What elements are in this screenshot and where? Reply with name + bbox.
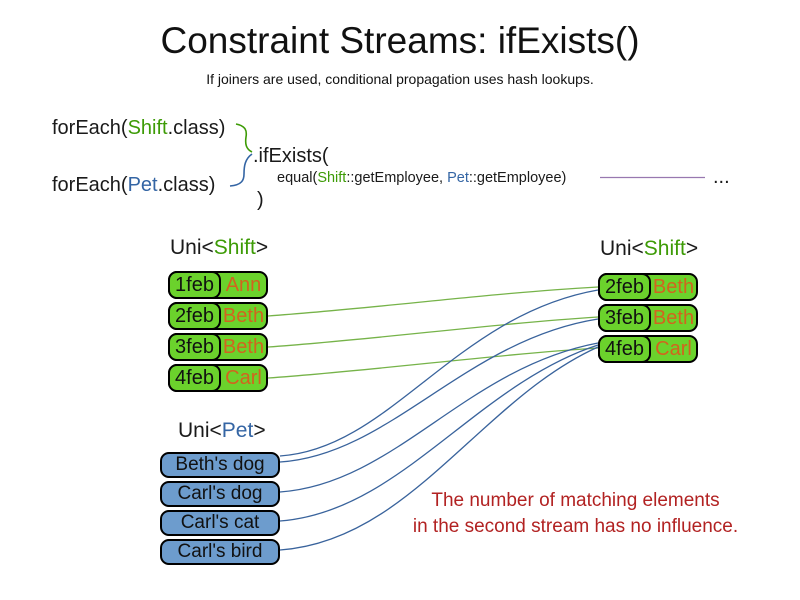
brace-lower-pet xyxy=(229,153,253,187)
code-text: .class) xyxy=(157,174,216,196)
note-line-2: in the second stream has no influence. xyxy=(412,515,739,537)
shift-employee: Beth xyxy=(652,275,695,298)
code-ellipsis: ... xyxy=(713,166,730,188)
code-text: forEach( xyxy=(52,174,128,196)
label-text: > xyxy=(253,419,266,442)
shift-row-4feb-carl: 4feb Carl xyxy=(598,335,698,363)
connector-shift-2feb xyxy=(267,286,599,317)
code-joiner-equal: equal(Shift::getEmployee, Pet::getEmploy… xyxy=(277,170,566,187)
pet-type-token: Pet xyxy=(127,174,158,196)
shift-employee: Carl xyxy=(655,337,692,360)
connector-shift-4feb xyxy=(267,347,599,379)
shift-row-2feb-beth: 2feb Beth xyxy=(598,273,698,301)
code-text: ::getEmployee, xyxy=(346,170,448,186)
shift-row-1feb-ann: 1feb Ann xyxy=(168,271,268,299)
code-ifexists-open: .ifExists( xyxy=(253,145,329,167)
shift-employee: Beth xyxy=(222,304,265,327)
connector-beths-dog-2feb xyxy=(279,289,599,457)
shift-date: 2feb xyxy=(168,302,221,330)
shift-date: 4feb xyxy=(168,364,221,392)
shift-date: 3feb xyxy=(168,333,221,361)
note-line-1: The number of matching elements xyxy=(431,490,720,511)
shift-type-token: Shift xyxy=(213,236,256,259)
right-shift-stream-label: Uni<Shift> xyxy=(600,237,698,261)
shift-employee: Beth xyxy=(652,306,695,329)
shift-row-4feb-carl: 4feb Carl xyxy=(168,364,268,392)
shift-type-token: Shift xyxy=(127,117,168,139)
shift-date: 4feb xyxy=(598,335,651,363)
pet-box-beths-dog: Beth's dog xyxy=(160,452,280,478)
code-text: forEach( xyxy=(52,117,128,139)
pet-type-token: Pet xyxy=(447,170,469,186)
shift-employee: Carl xyxy=(225,366,262,389)
pet-box-carls-dog: Carl's dog xyxy=(160,481,280,507)
label-text: Uni< xyxy=(170,236,214,259)
label-text: Uni< xyxy=(178,419,222,442)
subtitle: If joiners are used, conditional propaga… xyxy=(206,71,594,87)
code-text: .class) xyxy=(167,117,226,139)
shift-date: 3feb xyxy=(598,304,651,332)
code-text: equal( xyxy=(277,170,318,186)
shift-type-token: Shift xyxy=(317,170,347,186)
brace-upper-shift xyxy=(235,123,253,153)
code-text: ::getEmployee) xyxy=(468,170,567,186)
shift-row-3feb-beth: 3feb Beth xyxy=(168,333,268,361)
shift-row-2feb-beth: 2feb Beth xyxy=(168,302,268,330)
left-shift-stream-label: Uni<Shift> xyxy=(170,236,268,260)
pet-stream-label: Uni<Pet> xyxy=(178,419,266,443)
shift-employee: Ann xyxy=(225,273,262,296)
code-foreach-shift: forEach(Shift.class) xyxy=(52,117,225,140)
code-ifexists-close: ) xyxy=(257,189,264,211)
pet-type-token: Pet xyxy=(221,419,254,442)
shift-employee: Beth xyxy=(222,335,265,358)
connector-shift-3feb xyxy=(267,316,599,348)
connector-carls-dog-4feb xyxy=(279,342,599,493)
label-text: > xyxy=(255,236,269,259)
connector-beths-dog-3feb xyxy=(279,318,599,463)
note-text: The number of matching elements in the s… xyxy=(383,488,768,539)
shift-date: 1feb xyxy=(168,271,221,299)
pet-box-carls-cat: Carl's cat xyxy=(160,510,280,536)
label-text: > xyxy=(685,237,699,260)
label-text: Uni< xyxy=(600,237,644,260)
shift-date: 2feb xyxy=(598,273,651,301)
shift-type-token: Shift xyxy=(643,237,686,260)
code-foreach-pet: forEach(Pet.class) xyxy=(52,174,215,197)
page-title: Constraint Streams: ifExists() xyxy=(160,20,640,61)
shift-row-3feb-beth: 3feb Beth xyxy=(598,304,698,332)
pet-box-carls-bird: Carl's bird xyxy=(160,539,280,565)
